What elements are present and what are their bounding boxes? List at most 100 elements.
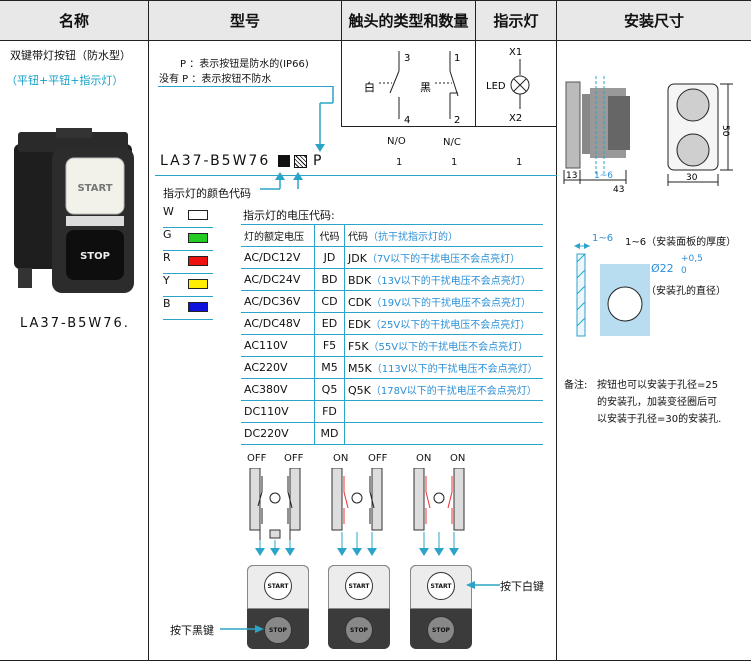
color-code-label: 指示灯的颜色代码	[163, 187, 251, 200]
svg-text:1: 1	[454, 53, 460, 64]
svg-text:2: 2	[454, 115, 460, 126]
svg-text:1~6: 1~6	[592, 233, 613, 244]
contacts-box-bottom	[341, 126, 557, 127]
remark-line-3: 以安装于孔径=30的安装孔.	[597, 414, 722, 425]
product-model: LA37-B5W76.	[20, 316, 130, 331]
header-model: 型号	[149, 0, 341, 40]
press-white-label: 按下白键	[500, 580, 544, 593]
press-arrows	[220, 581, 500, 633]
col-divider-1	[148, 0, 149, 661]
color-row-g: G	[163, 228, 213, 251]
svg-text:LED: LED	[486, 81, 506, 92]
stop-button: STOP	[427, 616, 455, 644]
indicator-count: 1	[516, 157, 523, 168]
header-contacts: 触头的类型和数量	[342, 0, 475, 40]
remark-label: 备注:	[564, 380, 588, 391]
state-3-right: ON	[450, 453, 466, 464]
no-count: 1	[396, 157, 403, 168]
blue-swatch	[188, 302, 208, 312]
svg-text:白: 白	[364, 80, 375, 94]
hole-tolerance-upper: +0,5	[681, 254, 703, 264]
contacts-diagram: 3 1 4 2 白 黑	[364, 51, 460, 126]
header-indicator: 指示灯	[476, 0, 556, 40]
color-row-r: R	[163, 251, 213, 274]
color-row-b: B	[163, 297, 213, 320]
state-1-right: OFF	[284, 453, 304, 464]
color-row-y: Y	[163, 274, 213, 297]
col-divider-2	[341, 0, 342, 126]
header-mounting: 安装尺寸	[557, 0, 751, 40]
voltage-code-label: 指示灯的电压代码:	[243, 209, 335, 222]
svg-text:黑: 黑	[420, 81, 431, 94]
yellow-swatch	[188, 279, 208, 289]
svg-text:X2: X2	[509, 113, 522, 124]
product-subtitle: （平钮+平钮+指示灯）	[6, 74, 124, 87]
button-face-3: START STOP	[410, 565, 472, 649]
product-title: 双键带灯按钮（防水型）	[10, 49, 131, 62]
white-swatch	[188, 210, 208, 220]
start-button: START	[264, 572, 292, 600]
contact-states-diagram	[249, 468, 465, 556]
start-button: START	[345, 572, 373, 600]
svg-text:43: 43	[613, 185, 624, 195]
state-3-left: ON	[416, 453, 432, 464]
svg-text:4: 4	[404, 115, 410, 126]
voltage-placeholder-square	[294, 155, 307, 168]
button-face-1: START STOP	[247, 565, 309, 649]
model-row-divider	[155, 175, 557, 176]
button-face-2: START STOP	[328, 565, 390, 649]
no-p-description: 没有 P ：表示按钮不防水	[159, 74, 272, 85]
col-divider-4	[556, 0, 557, 661]
state-1-left: OFF	[247, 453, 267, 464]
green-swatch	[188, 233, 208, 243]
dimension-drawing: 13 1~6 43 50 30	[563, 76, 733, 195]
svg-text:30: 30	[686, 173, 698, 183]
stop-button: STOP	[345, 616, 373, 644]
header-bottom-border	[0, 40, 751, 41]
bottom-border	[0, 660, 751, 661]
svg-text:3: 3	[404, 53, 410, 64]
state-2-right: OFF	[368, 453, 388, 464]
svg-text:1~6: 1~6	[594, 171, 613, 181]
no-label: N/O	[387, 136, 406, 147]
panel-thickness-note: 1~6（安装面板的厚度）	[625, 237, 737, 248]
col-divider-3	[475, 0, 476, 126]
photo-start-text: START	[77, 183, 112, 194]
top-border	[0, 0, 751, 1]
p-underline	[158, 86, 333, 87]
model-code: LA37-B5W76	[160, 153, 271, 169]
hole-note: （安装孔的直径）	[646, 286, 726, 297]
state-2-left: ON	[333, 453, 349, 464]
p-description: P ：表示按钮是防水的(IP66)	[180, 59, 309, 70]
remark-line-1: 按钮也可以安装于孔径=25	[597, 380, 719, 391]
press-black-label: 按下黑键	[170, 624, 214, 637]
panel-hole-drawing: 1~6	[574, 233, 650, 337]
svg-text:50: 50	[720, 125, 730, 137]
svg-text:X1: X1	[509, 47, 522, 58]
stop-button: STOP	[264, 616, 292, 644]
photo-stop-text: STOP	[80, 251, 110, 262]
header-name: 名称	[0, 0, 148, 40]
svg-text:13: 13	[566, 171, 577, 181]
hole-tolerance-lower: 0	[681, 266, 687, 276]
nc-count: 1	[451, 157, 458, 168]
nc-label: N/C	[443, 137, 461, 148]
red-swatch	[188, 256, 208, 266]
led-diagram: X1 LED X2	[486, 47, 530, 124]
model-arrows	[260, 86, 334, 190]
model-suffix: P	[313, 153, 322, 169]
start-button: START	[427, 572, 455, 600]
product-photo: START STOP	[14, 128, 134, 293]
color-row-w: W	[163, 205, 213, 228]
remark-line-2: 的安装孔，加装变径圈后可	[597, 397, 717, 408]
